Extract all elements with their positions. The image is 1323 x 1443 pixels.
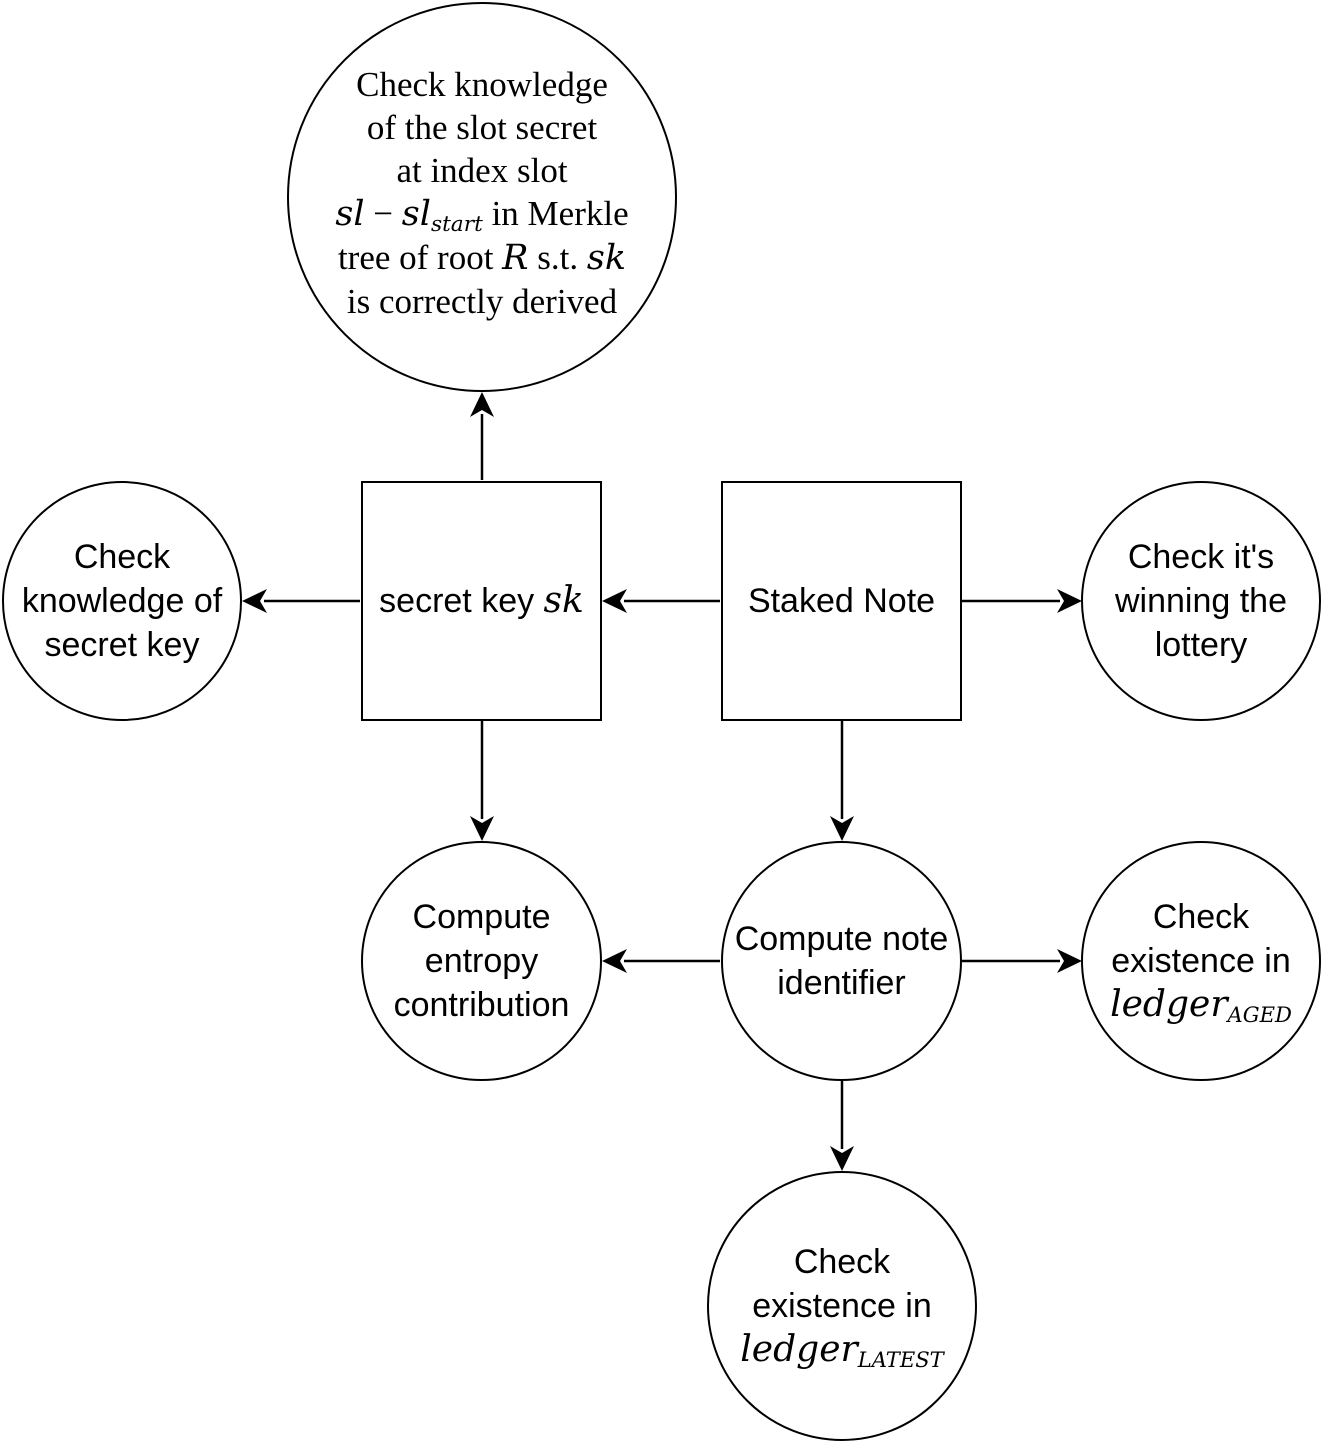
math-sk: sk [543, 580, 584, 621]
math-sk: sk [586, 238, 627, 278]
merkle-line-3: at index slot [396, 151, 568, 190]
note-id-line-2: identifier [777, 964, 906, 1002]
merkle-line-5: tree of root R s.t. sk [335, 236, 628, 280]
merkle-line-1: Check knowledge [356, 65, 608, 104]
arrowhead-aged [1057, 949, 1082, 973]
entropy-line-2: entropy [424, 942, 539, 980]
arrowhead-secret-key [602, 589, 627, 613]
math-latest-subscript: LATEST [857, 1346, 944, 1372]
merkle-check-node: Check knowledge of the slot secret at in… [287, 2, 677, 392]
lottery-line-3: lottery [1154, 626, 1248, 664]
ledger-aged-node: Check existence in ledgerAGED [1081, 841, 1321, 1081]
aged-line-1: Check [1152, 898, 1250, 936]
latest-line-1: Check [793, 1243, 891, 1281]
aged-line-3: ledgerAGED [1110, 983, 1292, 1027]
merkle-line-5-b: s.t. [528, 238, 587, 277]
lottery-node: Check it's winning the lottery [1081, 481, 1321, 721]
math-sl: sl [335, 194, 365, 234]
merkle-line-5-a: tree of root [337, 238, 503, 277]
entropy-line-3: contribution [393, 986, 570, 1024]
aged-line-2: existence in [1111, 942, 1291, 980]
merkle-line-6: is correctly derived [346, 282, 618, 321]
knowledge-line-3: secret key [44, 626, 200, 664]
math-ledger: ledger [1110, 984, 1228, 1025]
math-R: R [502, 238, 529, 278]
math-sl-start: sl [401, 194, 431, 234]
knowledge-line-1: Check [73, 538, 171, 576]
lottery-line-1: Check it's [1127, 538, 1275, 576]
secret-key-label: secret key [379, 582, 544, 620]
arrowhead-entropy [470, 816, 494, 841]
latest-line-3: ledgerLATEST [740, 1328, 943, 1372]
secret-key-node: secret key sk [361, 481, 602, 721]
arrowhead-latest [830, 1146, 854, 1171]
merkle-line-4-rest: in Merkle [482, 194, 629, 233]
merkle-line-2: of the slot secret [366, 108, 598, 147]
math-ledger: ledger [740, 1329, 858, 1370]
arrowhead-note-id [830, 816, 854, 841]
math-minus: − [364, 194, 402, 233]
note-identifier-node: Compute note identifier [721, 841, 962, 1081]
math-start-subscript: start [430, 212, 483, 238]
arrowhead-merkle [470, 392, 494, 417]
merkle-line-4: sl − slstart in Merkle [335, 192, 628, 236]
note-id-line-1: Compute note [734, 920, 949, 958]
arrowhead-lottery [1057, 589, 1082, 613]
staked-note-node: Staked Note [721, 481, 962, 721]
entropy-line-1: Compute [412, 898, 551, 936]
ledger-latest-node: Check existence in ledgerLATEST [707, 1171, 977, 1441]
knowledge-line-2: knowledge of [21, 582, 223, 620]
knowledge-secret-key-node: Check knowledge of secret key [2, 481, 242, 721]
latest-line-2: existence in [752, 1287, 932, 1325]
arrowhead-entropy-left [602, 949, 627, 973]
math-aged-subscript: AGED [1227, 1001, 1292, 1027]
entropy-node: Compute entropy contribution [361, 841, 602, 1081]
staked-note-label: Staked Note [747, 582, 936, 620]
arrowhead-knowledge [242, 589, 267, 613]
lottery-line-2: winning the [1114, 582, 1287, 620]
